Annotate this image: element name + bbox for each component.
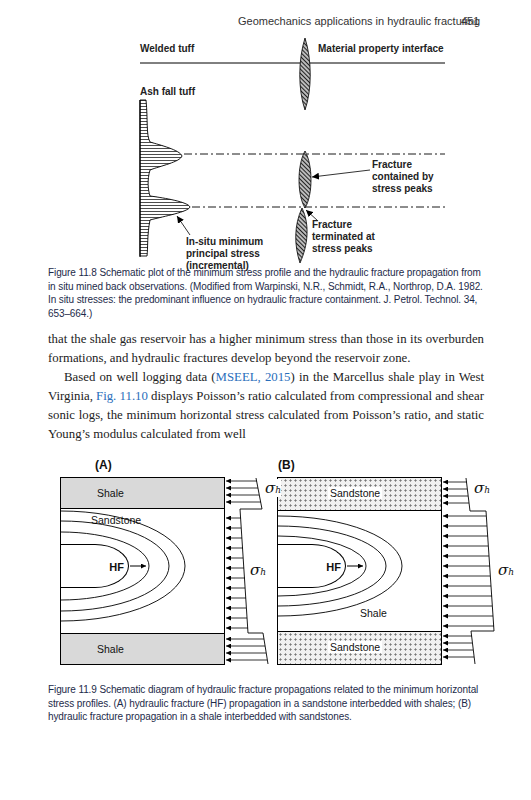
panel-label: (A) (95, 458, 112, 472)
panel-label: (B) (278, 458, 295, 472)
layer-name: Sandstone (328, 641, 382, 653)
layer-name: Shale (360, 607, 387, 619)
stress-arrows (226, 481, 494, 660)
layer-name: Shale (97, 643, 124, 655)
propagation-arrow (130, 566, 363, 567)
stress-symbol: σh (265, 479, 281, 497)
body-text: that the shale gas reservoir has a highe… (48, 332, 484, 365)
figure-caption: Figure 11.9 Schematic diagram of hydraul… (48, 683, 484, 724)
axis-label: In-situ minimum principal stress (increm… (186, 236, 278, 272)
paragraph: that the shale gas reservoir has a highe… (48, 330, 484, 368)
layer-name: Welded tuff (140, 43, 194, 55)
stress-symbol: σh (474, 479, 490, 497)
fracture-ellipse: HF (61, 544, 129, 588)
rock-layer: Shale (61, 478, 224, 509)
rock-layer: Shale (61, 633, 224, 664)
layer-name: Ash fall tuff (140, 86, 195, 98)
fracture-contours (61, 511, 402, 621)
panel-frame: (B)SandstoneShaleHFSandstone (277, 477, 442, 665)
callout-text: Fracture terminated at stress peaks (312, 219, 386, 255)
fracture-ellipse: HF (278, 544, 346, 588)
fracture-label: HF (61, 545, 129, 589)
layer-name: Sandstone (91, 514, 141, 526)
figure-caption: Figure 11.8 Schematic plot of the minimu… (48, 266, 484, 320)
panel-frame: (A)ShaleSandstoneHFShale (60, 477, 225, 665)
rock-layer: Shale HF (278, 511, 441, 631)
stress-profile-line (240, 478, 494, 664)
rock-layer: Sandstone (278, 631, 441, 664)
callout-text: Fracture contained by stress peaks (372, 159, 444, 195)
running-header: Geomechanics applications in hydraulic f… (238, 15, 480, 27)
citation-link: MSEEL, 2015 (216, 370, 291, 384)
body-text-block: that the shale gas reservoir has a highe… (48, 330, 484, 444)
stress-symbol: σh (250, 561, 266, 579)
stress-profile-figure (140, 38, 445, 263)
rock-layer: SandstoneHF (61, 509, 224, 633)
layer-name: Shale (97, 487, 124, 499)
body-text: Based on well logging data ( (64, 370, 216, 384)
page-number: 451 (461, 15, 479, 27)
paragraph: Based on well logging data (MSEEL, 2015)… (48, 368, 484, 444)
fracture-label: HF (278, 545, 346, 589)
stress-symbol: σh (498, 561, 514, 579)
rock-layer: Sandstone (278, 478, 441, 511)
layer-name: Sandstone (328, 487, 382, 499)
interface-label: Material property interface (318, 43, 444, 55)
figure-reference: Fig. 11.10 (96, 389, 148, 403)
